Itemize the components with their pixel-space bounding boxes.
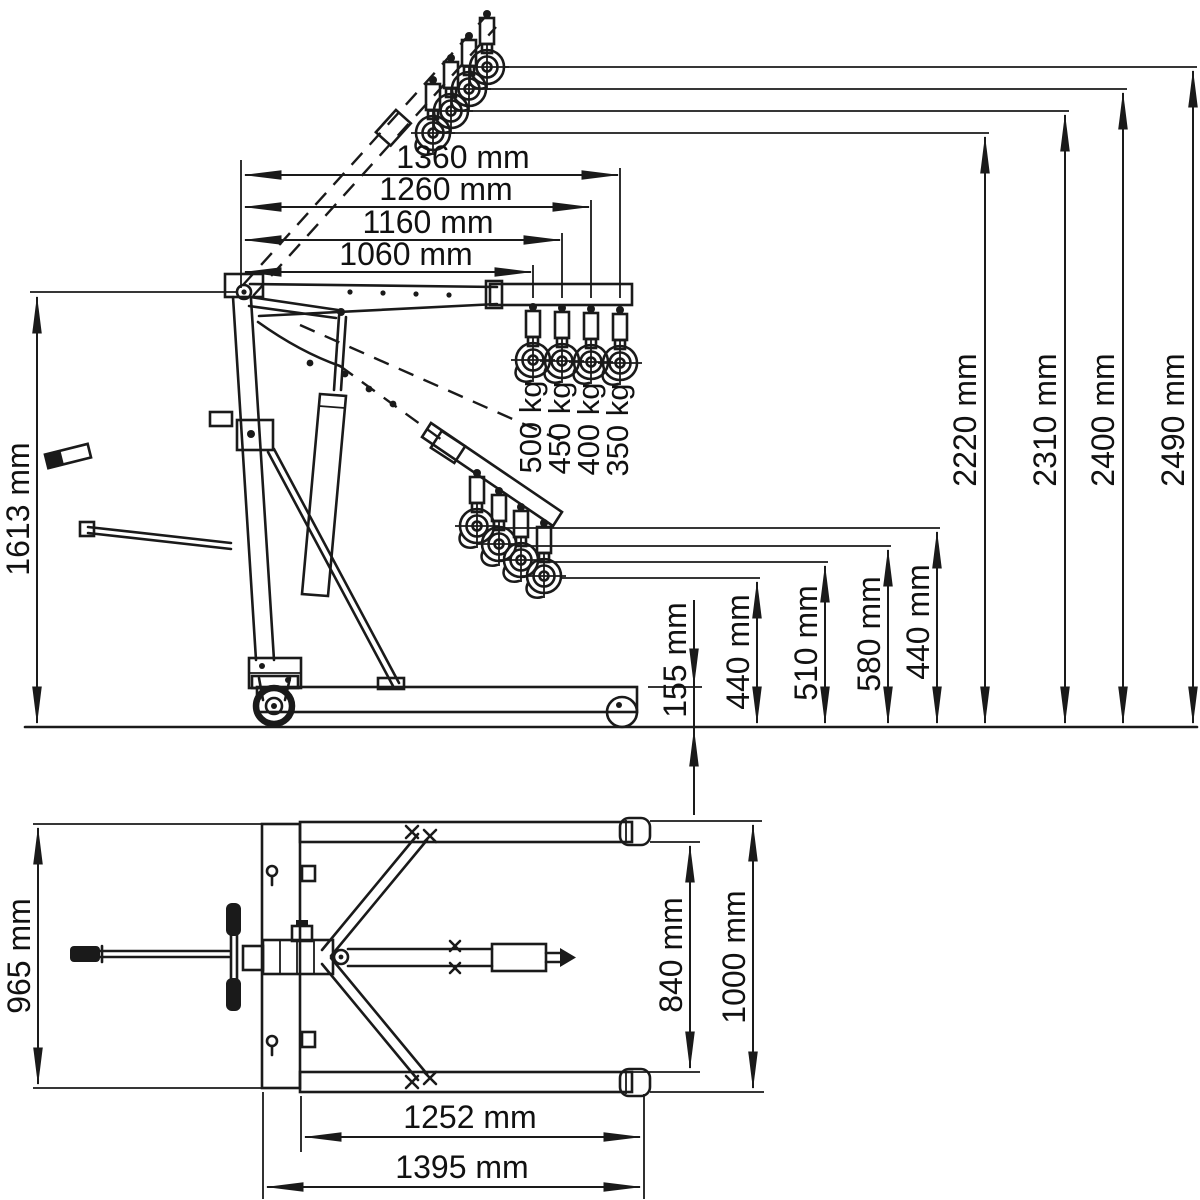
hydraulic-cylinder — [247, 295, 348, 598]
release-lever — [43, 442, 233, 551]
dim-label-1395: 1395 mm — [395, 1149, 528, 1185]
boom-lowered-dashed — [256, 320, 564, 528]
capacity-label-350kg: 350 kg — [600, 383, 635, 476]
dim-label-hook-440a: 440 mm — [720, 594, 756, 710]
leg-top — [298, 816, 652, 847]
dimensions-top-view: 965 mm 840 mm 1000 mm 1252 mm 1395 mm — [1, 820, 764, 1199]
base-beam — [250, 674, 639, 714]
boom-horizontal — [248, 279, 634, 318]
dim-label-height-2220: 2220 mm — [947, 353, 983, 486]
dim-label-hook-580: 580 mm — [851, 576, 887, 692]
leg-bottom — [298, 1067, 652, 1098]
dim-label-1252: 1252 mm — [403, 1099, 536, 1135]
top-view — [70, 816, 652, 1098]
v-braces — [320, 824, 438, 1090]
boom-pivot — [223, 272, 265, 301]
capacity-label-500kg: 500 kg — [513, 380, 548, 473]
mast-brace — [266, 447, 406, 691]
capacity-label-450kg: 450 kg — [542, 381, 577, 474]
dim-label-reach-1060: 1060 mm — [339, 236, 472, 272]
dim-label-height-2400: 2400 mm — [1085, 353, 1121, 486]
dim-label-840: 840 mm — [653, 897, 689, 1013]
mast — [208, 295, 303, 690]
capacity-label-400kg: 400 kg — [571, 382, 606, 475]
pump-assembly — [70, 903, 576, 1011]
dim-label-hook-510: 510 mm — [788, 585, 824, 701]
dim-label-height-2310: 2310 mm — [1027, 353, 1063, 486]
dim-label-1000: 1000 mm — [716, 890, 752, 1023]
side-view — [23, 8, 1199, 729]
dim-label-hook-440b: 440 mm — [900, 564, 936, 680]
dim-label-965: 965 mm — [1, 898, 37, 1014]
crossbar — [260, 822, 302, 1090]
rear-wheel — [605, 695, 639, 729]
dim-label-155: 155 mm — [657, 602, 693, 718]
dim-label-reach-1160: 1160 mm — [362, 204, 493, 240]
dimensions-side-view: 1360 mm 1260 mm 1160 mm 1060 mm 500 kg 4… — [0, 66, 1198, 815]
dim-label-1613: 1613 mm — [0, 442, 36, 575]
dim-label-height-2490: 2490 mm — [1155, 353, 1191, 486]
dim-label-reach-1360: 1360 mm — [396, 139, 529, 175]
dim-label-reach-1260: 1260 mm — [379, 171, 512, 207]
front-caster-wheel — [252, 676, 296, 728]
